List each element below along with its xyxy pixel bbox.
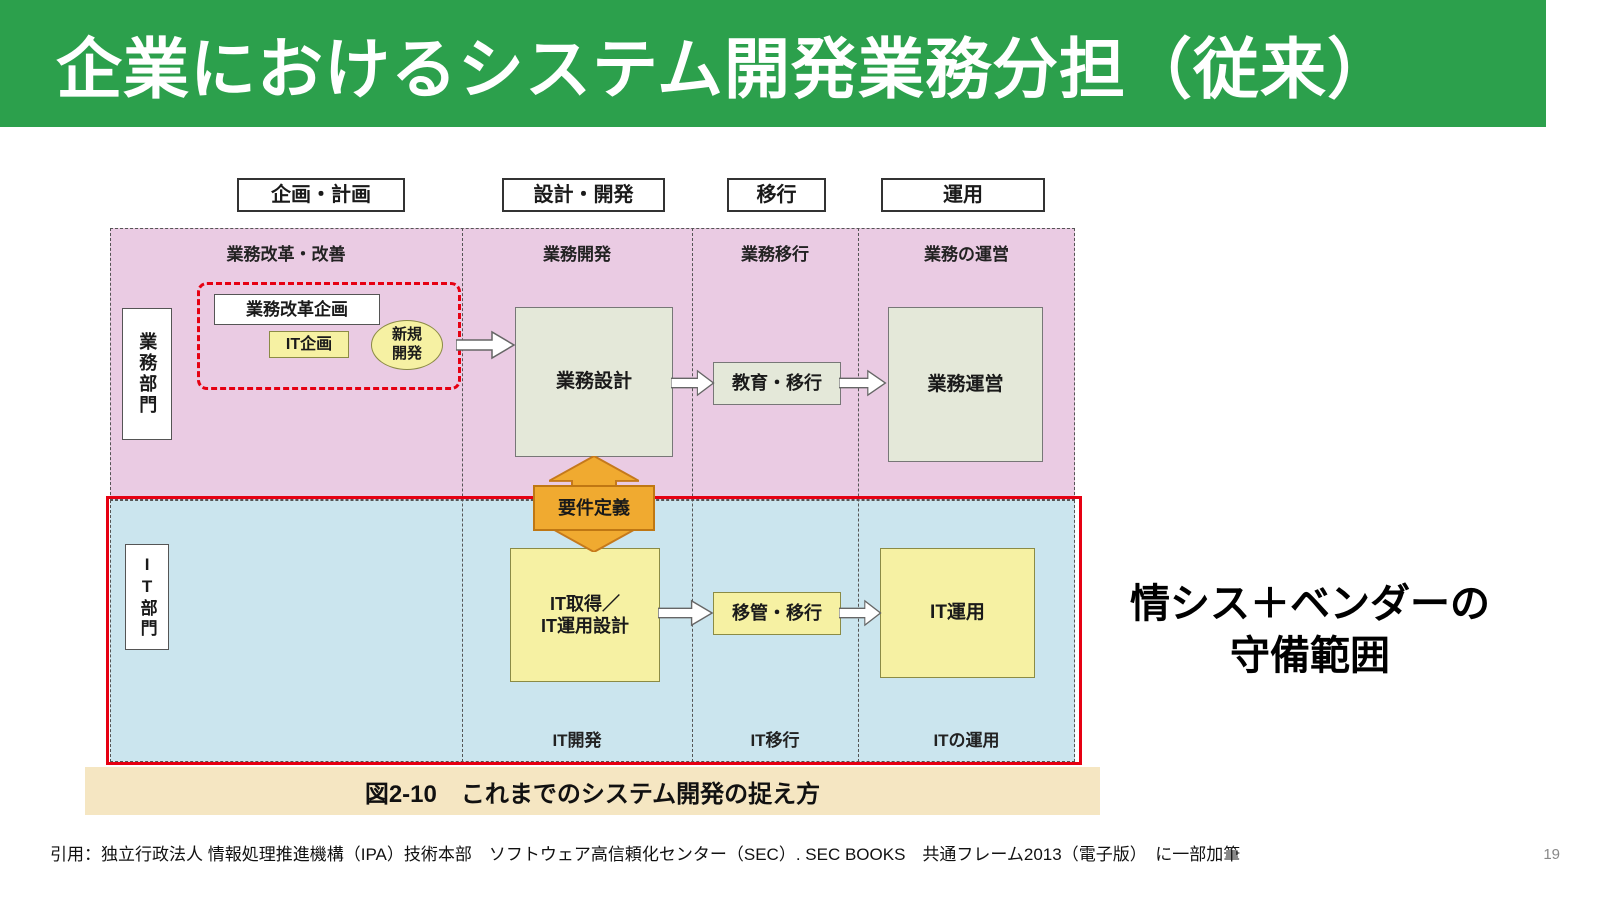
box-it-acquisition: IT取得／ IT運用設計 (510, 548, 660, 682)
phase-box-planning: 企画・計画 (237, 178, 405, 212)
label-business-reform: 業務改革・改善 (226, 245, 346, 264)
label-business-operation: 業務の運営 (924, 245, 1009, 264)
figure-panel: 企画・計画 設計・開発 移行 運用 業務改革・改善 業務開発 業務移行 業務の運… (85, 148, 1100, 815)
box-education-migration: 教育・移行 (713, 362, 841, 405)
slide-title: 企業におけるシステム開発業務分担（従来） (56, 31, 1395, 106)
box-requirements-definition: 要件定義 (533, 485, 655, 531)
page-number: 19 (1543, 846, 1560, 863)
title-banner: 企業におけるシステム開発業務分担（従来） (0, 0, 1546, 127)
label-business-migration: 業務移行 (741, 245, 809, 264)
right-arrow-icon (839, 599, 882, 627)
label-it-operation: ITの運用 (933, 731, 1000, 750)
phase-box-operation: 運用 (881, 178, 1045, 212)
figure-caption: 図2-10 これまでのシステム開発の捉え方 (85, 767, 1100, 815)
it-department-label-box: IT部門 (125, 544, 169, 650)
right-arrow-icon (456, 330, 516, 360)
citation-text: 引用：独立行政法人 情報処理推進機構（IPA）技術本部 ソフトウェア高信頼化セン… (50, 845, 1241, 864)
label-business-dev: 業務開発 (543, 245, 611, 264)
column-separator (692, 228, 693, 762)
box-it-plan: IT企画 (269, 331, 349, 358)
box-new-development: 新規 開発 (371, 320, 443, 370)
annotation-text: 情シス＋ベンダーの 守備範囲 (1130, 582, 1490, 678)
right-arrow-icon (671, 369, 715, 397)
red-dashed-highlight (197, 282, 461, 390)
box-business-operation: 業務運営 (888, 307, 1043, 462)
box-transfer-migration: 移管・移行 (713, 592, 841, 635)
phase-box-design-dev: 設計・開発 (502, 178, 665, 212)
business-department-label-box: 業務部門 (122, 308, 172, 440)
phase-box-migration: 移行 (727, 178, 826, 212)
column-separator (462, 228, 463, 762)
right-arrow-icon (658, 599, 714, 627)
box-it-operation: IT運用 (880, 548, 1035, 678)
column-separator (858, 228, 859, 762)
box-business-reform-plan: 業務改革企画 (214, 294, 380, 325)
box-business-design: 業務設計 (515, 307, 673, 457)
label-it-migration: IT移行 (750, 731, 800, 750)
label-it-dev: IT開発 (552, 731, 602, 750)
right-arrow-icon (839, 369, 887, 397)
